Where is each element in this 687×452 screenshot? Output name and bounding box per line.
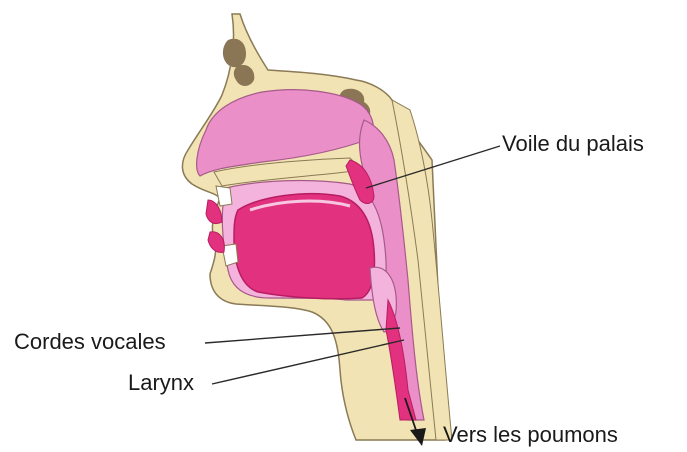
frontal-sinus	[223, 39, 246, 67]
label-vers-les-poumons: Vers les poumons	[443, 424, 618, 446]
label-voile-du-palais: Voile du palais	[502, 133, 644, 155]
label-larynx: Larynx	[128, 372, 194, 394]
label-cordes-vocales: Cordes vocales	[14, 331, 166, 353]
